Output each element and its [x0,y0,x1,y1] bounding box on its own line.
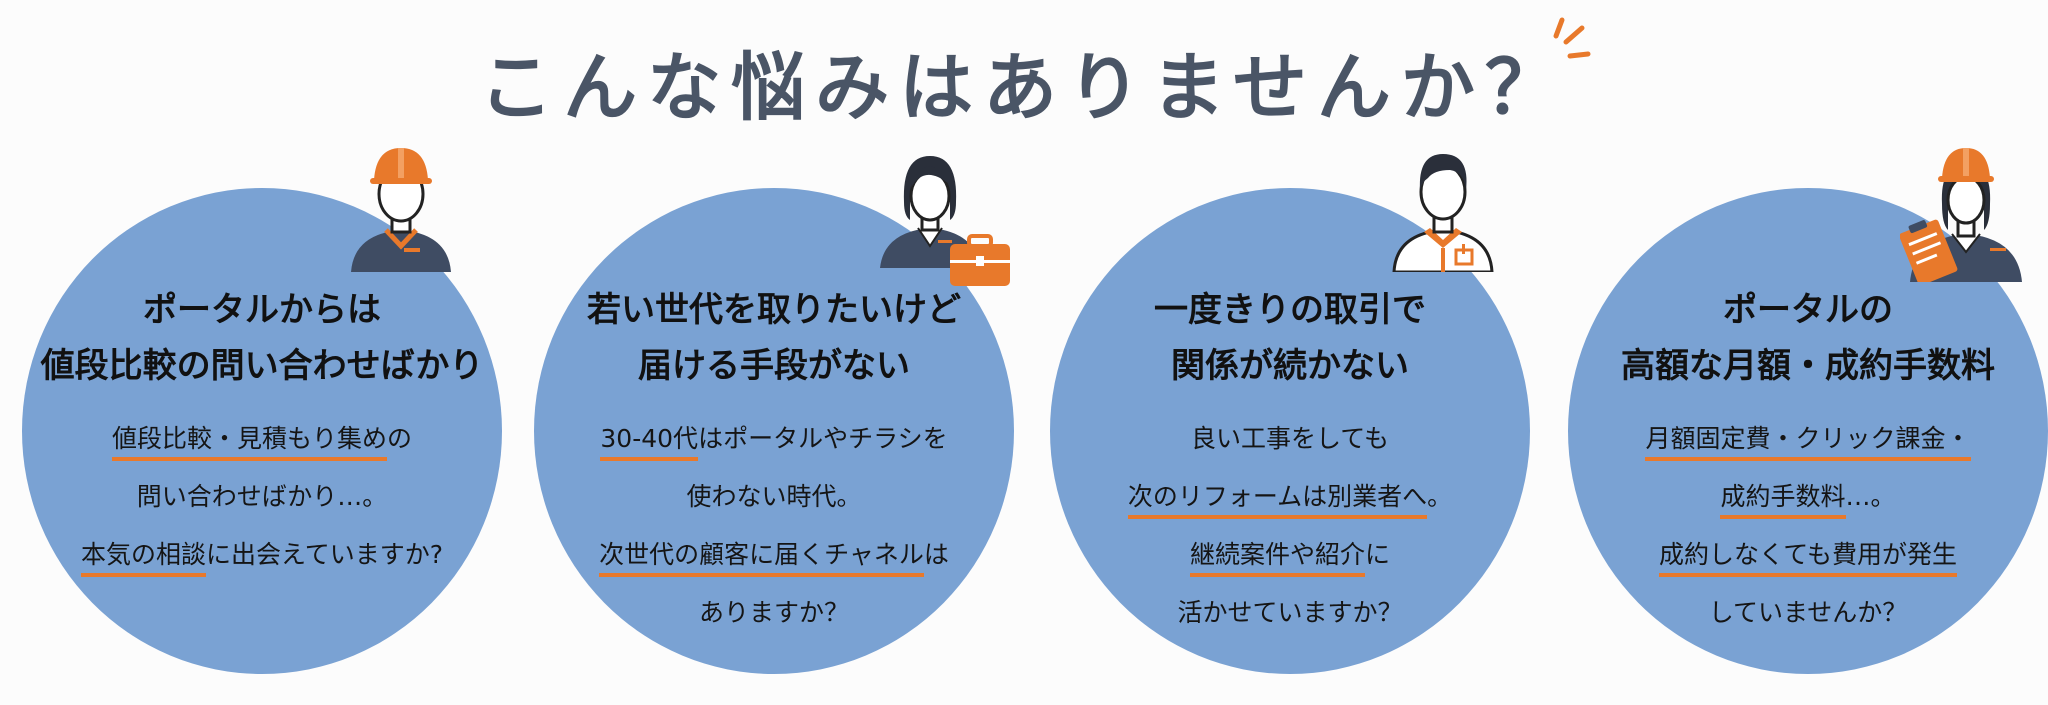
concern-card-3: 一度きりの取引で 関係が続かない 良い工事をしても次のリフォームは別業者へ。継続… [1050,188,1530,674]
highlighted-text: 継続案件や紹介 [1189,540,1365,577]
body-text: 良い工事をしても [1190,424,1389,453]
body-text: 問い合わせばかり…。 [136,482,388,511]
body-line: していませんか？ [1568,584,2048,642]
highlighted-text: 次世代の顧客に届くチャネル [599,540,924,577]
body-line: 活かせていますか？ [1050,584,1530,642]
body-line: 成約手数料…。 [1568,468,2048,526]
highlighted-text: 次のリフォームは別業者へ [1127,482,1428,519]
card-body: 値段比較・見積もり集めの問い合わせばかり…。本気の相談に出会えていますか? [22,410,502,584]
body-text: に [1365,540,1391,569]
body-line: 良い工事をしても [1050,410,1530,468]
body-line: ありますか？ [534,584,1014,642]
body-line: 値段比較・見積もり集めの [22,410,502,468]
card-heading: ポータルの 高額な月額・成約手数料 [1568,282,2048,394]
woman-with-hardhat-clipboard-icon [1900,148,2022,282]
card-heading: 若い世代を取りたいけど 届ける手段がない [534,282,1014,394]
concern-card-4: ポータルの 高額な月額・成約手数料 月額固定費・クリック課金・成約手数料…。成約… [1568,188,2048,674]
body-text: はポータルやチラシを [698,424,948,453]
highlighted-text: 30-40代 [600,424,699,461]
heading-line: ポータルの [1723,290,1893,330]
card-body: 月額固定費・クリック課金・成約手数料…。成約しなくても費用が発生していませんか？ [1568,410,2048,642]
body-line: 成約しなくても費用が発生 [1568,526,2048,584]
card-body: 30-40代はポータルやチラシを使わない時代。次世代の顧客に届くチャネルはありま… [534,410,1014,642]
body-line: 本気の相談に出会えていますか? [22,526,502,584]
worker-with-hardhat-icon [351,148,451,272]
body-line: 使わない時代。 [534,468,1014,526]
spark-icon [1553,17,1591,59]
heading-line: 高額な月額・成約手数料 [1621,346,1995,386]
heading-line: 一度きりの取引で [1154,290,1426,330]
highlighted-text: 値段比較・見積もり集め [111,424,387,461]
body-line: 問い合わせばかり…。 [22,468,502,526]
body-text: …。 [1845,482,1896,511]
body-text: 活かせていますか？ [1177,598,1403,627]
highlighted-text: 月額固定費・クリック課金・ [1645,424,1971,461]
body-line: 30-40代はポータルやチラシを [534,410,1014,468]
body-text: ありますか？ [698,598,849,627]
body-text: に出会えていますか? [205,540,444,569]
businesswoman-with-briefcase-icon [880,156,1010,286]
body-text: 使わない時代。 [686,482,862,511]
body-text: 。 [1427,482,1453,511]
body-line: 月額固定費・クリック課金・ [1568,410,2048,468]
body-text: の [387,424,413,453]
body-text: は [923,540,949,569]
heading-line: 値段比較の問い合わせばかり [40,346,484,386]
body-line: 次世代の顧客に届くチャネルは [534,526,1014,584]
heading-line: 関係が続かない [1171,346,1409,386]
body-line: 次のリフォームは別業者へ。 [1050,468,1530,526]
highlighted-text: 成約しなくても費用が発生 [1658,540,1957,577]
highlighted-text: 成約手数料 [1720,482,1846,519]
heading-line: ポータルからは [143,290,381,330]
heading-line: 届ける手段がない [638,346,910,386]
card-heading: ポータルからは 値段比較の問い合わせばかり [22,282,502,394]
craftsman-in-uniform-icon [1392,154,1494,272]
body-line: 継続案件や紹介に [1050,526,1530,584]
card-body: 良い工事をしても次のリフォームは別業者へ。継続案件や紹介に活かせていますか？ [1050,410,1530,642]
card-heading: 一度きりの取引で 関係が続かない [1050,282,1530,394]
heading-line: 若い世代を取りたいけど [587,290,961,330]
body-text: していませんか？ [1708,598,1908,627]
highlighted-text: 本気の相談 [80,540,206,577]
concern-card-2: 若い世代を取りたいけど 届ける手段がない 30-40代はポータルやチラシを使わな… [534,188,1014,674]
page-title: こんな悩みはありませんか？ [479,45,1569,131]
